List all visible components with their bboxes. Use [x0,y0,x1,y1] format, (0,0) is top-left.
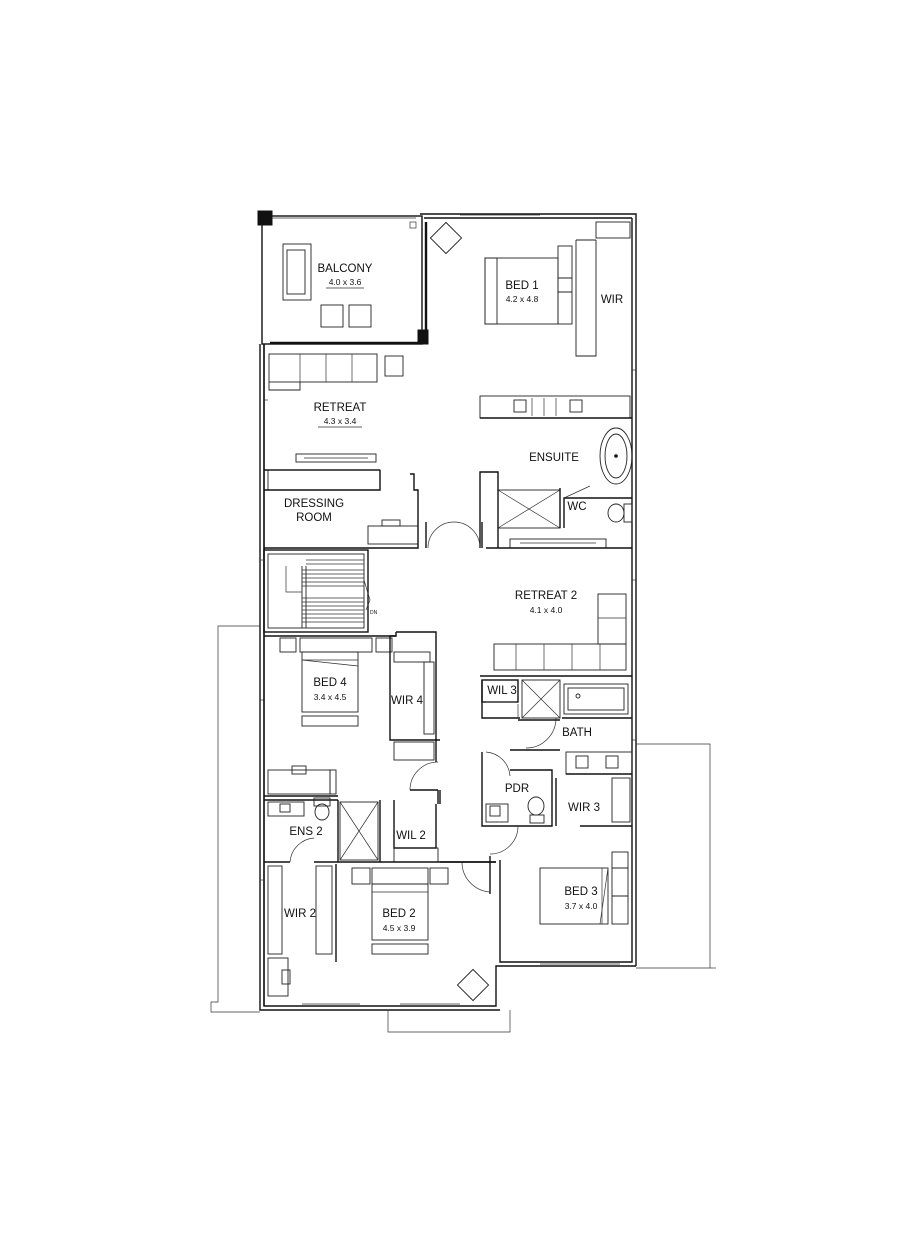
bath-name: BATH [562,727,592,739]
bed4-size: 3.4 x 4.5 [314,692,347,702]
room-labels: BALCONY 4.0 x 3.6 BED 1 4.2 x 4.8 WIR RE… [284,263,623,933]
ensuite-name: ENSUITE [529,452,579,464]
balcony-name: BALCONY [318,263,373,275]
stair-dn-label: DN [370,610,378,616]
balcony-area [257,210,429,345]
ens2-area [264,797,496,863]
pdr-name: PDR [505,783,529,795]
wc-name: WC [567,501,586,513]
stairs: DN [263,549,378,633]
bed1-name: BED 1 [505,280,538,292]
wir2-name: WIR 2 [284,908,316,920]
wir-name: WIR [601,294,623,306]
retreat-name: RETREAT [314,402,367,414]
wil3-name: WIL 3 [487,685,517,697]
bed1-area [429,214,636,371]
dressing-label-1: DRESSING [284,498,344,510]
internal-walls [260,344,265,1006]
bed2-name: BED 2 [382,908,415,920]
wir3-name: WIR 3 [568,802,600,814]
dressing-label-2: ROOM [296,512,332,524]
retreat2-area [480,579,636,677]
bed3-name: BED 3 [564,886,597,898]
corridor-doors [409,761,519,894]
bed2-size: 4.5 x 3.9 [383,923,416,933]
dressing-room-area [264,469,419,549]
pdr-area [481,751,553,827]
bed4-name: BED 4 [313,677,347,689]
retreat2-name: RETREAT 2 [515,590,577,602]
bed3-size: 3.7 x 4.0 [565,901,598,911]
retreat2-size: 4.1 x 4.0 [530,605,563,615]
bath-area [481,679,636,775]
wil2-name: WIL 2 [396,830,426,842]
retreat-size: 4.3 x 3.4 [324,416,357,426]
balcony-size: 4.0 x 3.6 [329,277,362,287]
wir4-name: WIR 4 [391,695,424,707]
bed4-area [260,631,440,801]
bed2-area [267,864,490,1005]
ens2-name: ENS 2 [289,826,322,838]
ensuite-area [425,395,633,549]
bed1-size: 4.2 x 4.8 [506,294,539,304]
bed3-area [539,777,632,965]
